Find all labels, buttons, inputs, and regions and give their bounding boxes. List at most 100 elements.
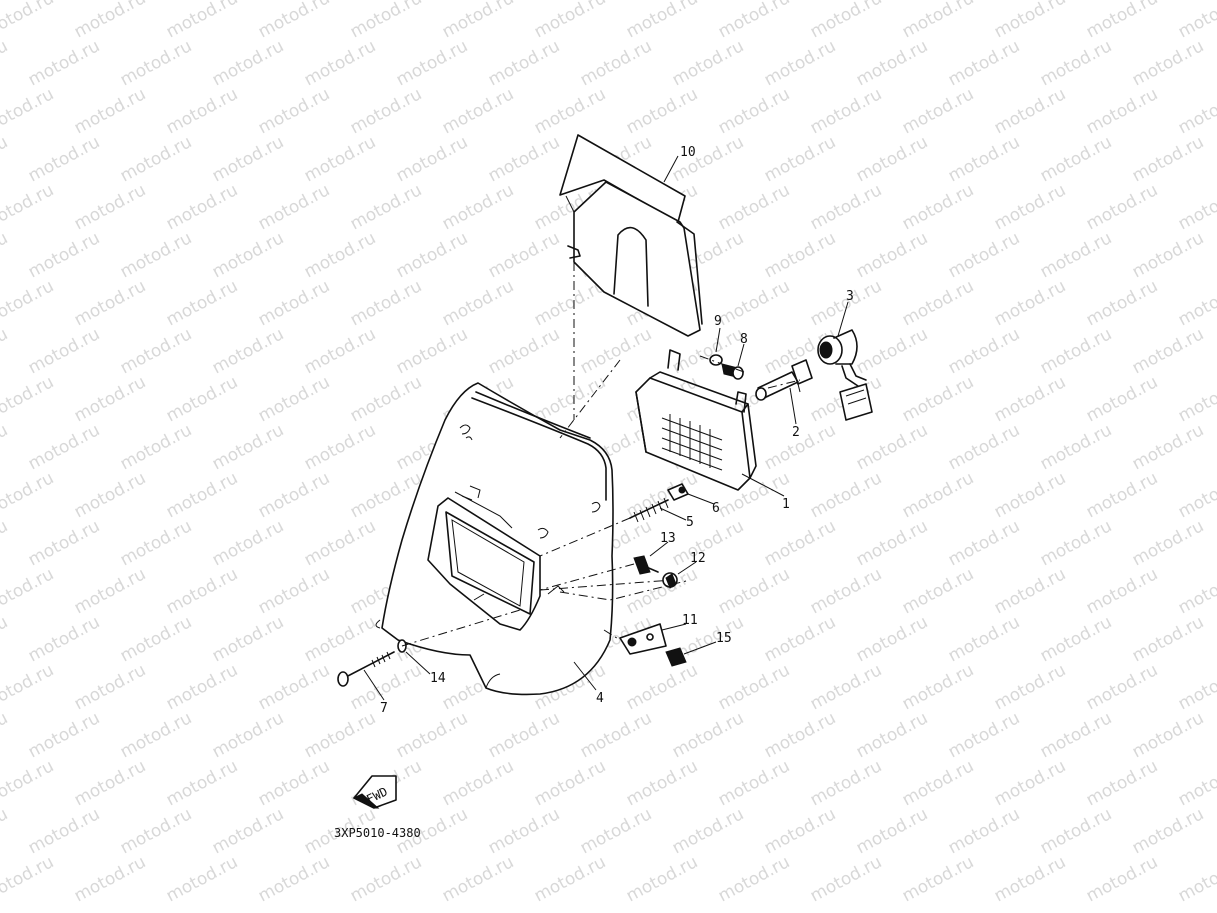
watermark-text: motod.ru [439, 180, 517, 234]
watermark-text: motod.ru [163, 468, 241, 522]
watermark-text: motod.ru [347, 852, 425, 906]
watermark-text: motod.ru [0, 324, 11, 378]
watermark-text: motod.ru [163, 852, 241, 906]
watermark-text: motod.ru [853, 228, 931, 282]
watermark-text: motod.ru [209, 324, 287, 378]
watermark-text: motod.ru [945, 420, 1023, 474]
watermark-text: motod.ru [439, 276, 517, 330]
watermark-text: motod.ru [945, 228, 1023, 282]
watermark-text: motod.ru [0, 708, 11, 762]
watermark-text: motod.ru [1037, 420, 1115, 474]
watermark-text: motod.ru [1083, 84, 1161, 138]
part-4-headlight-cowl [375, 382, 614, 696]
watermark-text: motod.ru [807, 756, 885, 810]
watermark-text: motod.ru [991, 0, 1069, 42]
watermark-text: motod.ru [623, 564, 701, 618]
watermark-text: motod.ru [1083, 852, 1161, 906]
watermark-text: motod.ru [71, 660, 149, 714]
watermark-text: motod.ru [347, 84, 425, 138]
watermark-text: motod.ru [899, 660, 977, 714]
watermark-text: motod.ru [163, 756, 241, 810]
watermark-text: motod.ru [1129, 708, 1207, 762]
watermark-text: motod.ru [301, 516, 379, 570]
watermark-text: motod.ru [25, 708, 103, 762]
watermark-text: motod.ru [1083, 468, 1161, 522]
watermark-text: motod.ru [1037, 708, 1115, 762]
watermark-text: motod.ru [439, 756, 517, 810]
watermark-text: motod.ru [1083, 276, 1161, 330]
part-10-cover [559, 134, 703, 337]
callout-2: 2 [792, 425, 800, 440]
watermark-text: motod.ru [899, 468, 977, 522]
watermark-text: motod.ru [347, 180, 425, 234]
watermark-text: motod.ru [255, 468, 333, 522]
watermark-text: motod.ru [531, 756, 609, 810]
watermark-text: motod.ru [0, 756, 57, 810]
watermark-text: motod.ru [301, 420, 379, 474]
watermark-text: motod.ru [1175, 468, 1217, 522]
watermark-text: motod.ru [347, 372, 425, 426]
watermark-text: motod.ru [25, 420, 103, 474]
watermark-text: motod.ru [393, 324, 471, 378]
watermark-text: motod.ru [1037, 228, 1115, 282]
watermark-text: motod.ru [0, 612, 11, 666]
watermark-text: motod.ru [301, 612, 379, 666]
watermark-text: motod.ru [1083, 564, 1161, 618]
watermark-text: motod.ru [163, 660, 241, 714]
callout-9: 9 [714, 314, 722, 329]
watermark-text: motod.ru [117, 612, 195, 666]
watermark-text: motod.ru [0, 372, 57, 426]
watermark-text: motod.ru [71, 852, 149, 906]
callout-10: 10 [680, 145, 696, 160]
watermark-text: motod.ru [71, 468, 149, 522]
watermark-text: motod.ru [25, 516, 103, 570]
watermark-text: motod.ru [209, 612, 287, 666]
watermark-text: motod.ru [255, 84, 333, 138]
watermark-text: motod.ru [991, 756, 1069, 810]
callout-14: 14 [430, 671, 446, 686]
watermark-text: motod.ru [669, 708, 747, 762]
callout-4: 4 [596, 691, 604, 706]
watermark-text: motod.ru [439, 84, 517, 138]
watermark-text: motod.ru [117, 324, 195, 378]
watermark-text: motod.ru [807, 468, 885, 522]
watermark-text: motod.ru [945, 612, 1023, 666]
watermark-text: motod.ru [209, 36, 287, 90]
watermark-text: motod.ru [623, 852, 701, 906]
watermark-text: motod.ru [439, 852, 517, 906]
watermark-text: motod.ru [623, 660, 701, 714]
watermark-text: motod.ru [393, 228, 471, 282]
part-3-socket [817, 329, 873, 421]
diagram-code: 3XP5010-4380 [334, 826, 421, 840]
watermark-text: motod.ru [945, 516, 1023, 570]
watermark-text: motod.ru [255, 180, 333, 234]
watermark-text: motod.ru [853, 804, 931, 858]
watermark-text: motod.ru [1037, 612, 1115, 666]
part-13-bolt [633, 555, 659, 575]
callout-5: 5 [686, 515, 694, 530]
watermark-text: motod.ru [807, 180, 885, 234]
watermark-text: motod.ru [715, 84, 793, 138]
watermark-text: motod.ru [853, 324, 931, 378]
watermark-text: motod.ru [1175, 372, 1217, 426]
watermark-text: motod.ru [991, 564, 1069, 618]
watermark-text: motod.ru [301, 132, 379, 186]
watermark-text: motod.ru [393, 36, 471, 90]
watermark-text: motod.ru [1083, 372, 1161, 426]
watermark-text: motod.ru [715, 852, 793, 906]
watermark-text: motod.ru [25, 228, 103, 282]
watermark-text: motod.ru [0, 132, 11, 186]
watermark-text: motod.ru [255, 0, 333, 42]
leader-lines [363, 155, 849, 701]
watermark-text: motod.ru [945, 708, 1023, 762]
watermark-text: motod.ru [1129, 324, 1207, 378]
watermark-text: motod.ru [71, 0, 149, 42]
watermark-text: motod.ru [117, 420, 195, 474]
watermark-text: motod.ru [117, 228, 195, 282]
watermark-text: motod.ru [1175, 756, 1217, 810]
watermark-text: motod.ru [209, 228, 287, 282]
watermark-text: motod.ru [899, 756, 977, 810]
watermark-text: motod.ru [0, 228, 11, 282]
watermark-text: motod.ru [1129, 804, 1207, 858]
